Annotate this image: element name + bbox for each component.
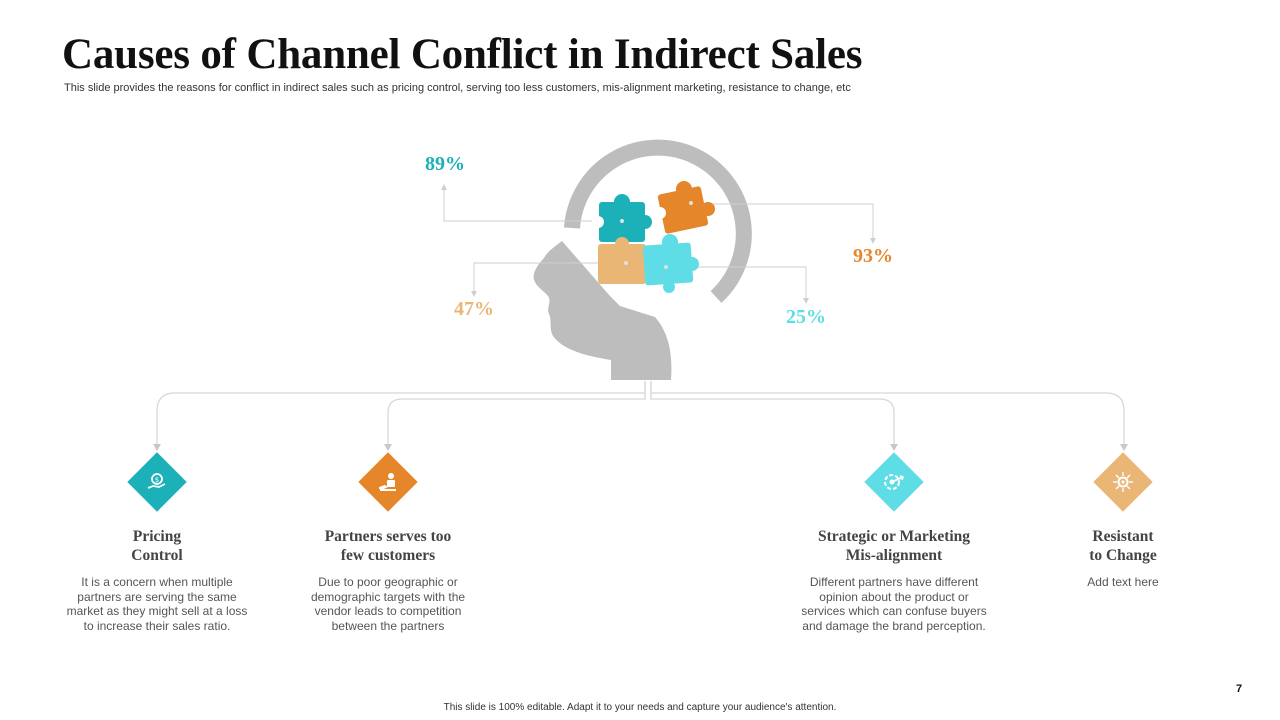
- item-title: Partners serves too few customers: [324, 528, 452, 564]
- brain-arc: [564, 139, 752, 303]
- item-description: Different partners have different opinio…: [801, 575, 987, 633]
- item-description: It is a concern when multiple partners a…: [66, 575, 248, 633]
- item-description: Due to poor geographic or demographic ta…: [310, 575, 466, 633]
- connector-pricing: [156, 381, 646, 448]
- percentage-label-47: 47%: [454, 298, 494, 320]
- resistant-diamond: [1093, 452, 1153, 512]
- leader-89: [443, 186, 622, 222]
- target-gear-icon: [884, 474, 905, 490]
- slide-footer: This slide is 100% editable. Adapt it to…: [443, 702, 837, 713]
- item-partners-serves: Partners serves too few customers Due to…: [288, 450, 488, 633]
- tree-connectors: [156, 381, 1125, 448]
- slide-subtitle: This slide provides the reasons for conf…: [64, 82, 851, 94]
- handshake-icon: [379, 473, 396, 491]
- leader-lines: [443, 186, 874, 300]
- item-description: Add text here: [1087, 575, 1159, 589]
- gear-network-icon: [1113, 472, 1133, 492]
- leader-25: [666, 266, 807, 300]
- head-silhouette: [533, 241, 672, 380]
- item-title: Pricing Control: [131, 528, 183, 564]
- money-hand-icon: $: [147, 473, 166, 489]
- page-number: 7: [1236, 683, 1243, 695]
- puzzle-piece-cyan: [642, 234, 699, 293]
- partners-diamond: [358, 452, 418, 512]
- item-pricing-control: $ Pricing Control It is a concern when m…: [57, 450, 257, 633]
- item-title: Resistant to Change: [1089, 528, 1157, 564]
- puzzle-piece-orange: [654, 181, 715, 234]
- percentage-label-93: 93%: [853, 245, 893, 267]
- connector-resistant: [650, 381, 1125, 448]
- pricing-diamond: $: [127, 452, 187, 512]
- item-strategic-misalignment: Strategic or Marketing Mis-alignment Dif…: [794, 450, 994, 633]
- connector-arrowheads: [153, 444, 1128, 451]
- item-title: Strategic or Marketing Mis-alignment: [817, 528, 971, 564]
- svg-text:$: $: [155, 476, 159, 484]
- leader-47: [473, 262, 626, 293]
- item-resistant-to-change: Resistant to Change Add text here: [1023, 450, 1223, 590]
- slide-title: Causes of Channel Conflict in Indirect S…: [62, 31, 863, 78]
- connector-partners: [387, 381, 646, 448]
- strategic-diamond: [864, 452, 924, 512]
- leader-93: [695, 203, 874, 240]
- percentage-label-89: 89%: [425, 153, 465, 175]
- puzzle-piece-teal: [592, 194, 652, 242]
- percentage-label-25: 25%: [786, 306, 826, 328]
- connector-strategic: [650, 381, 895, 448]
